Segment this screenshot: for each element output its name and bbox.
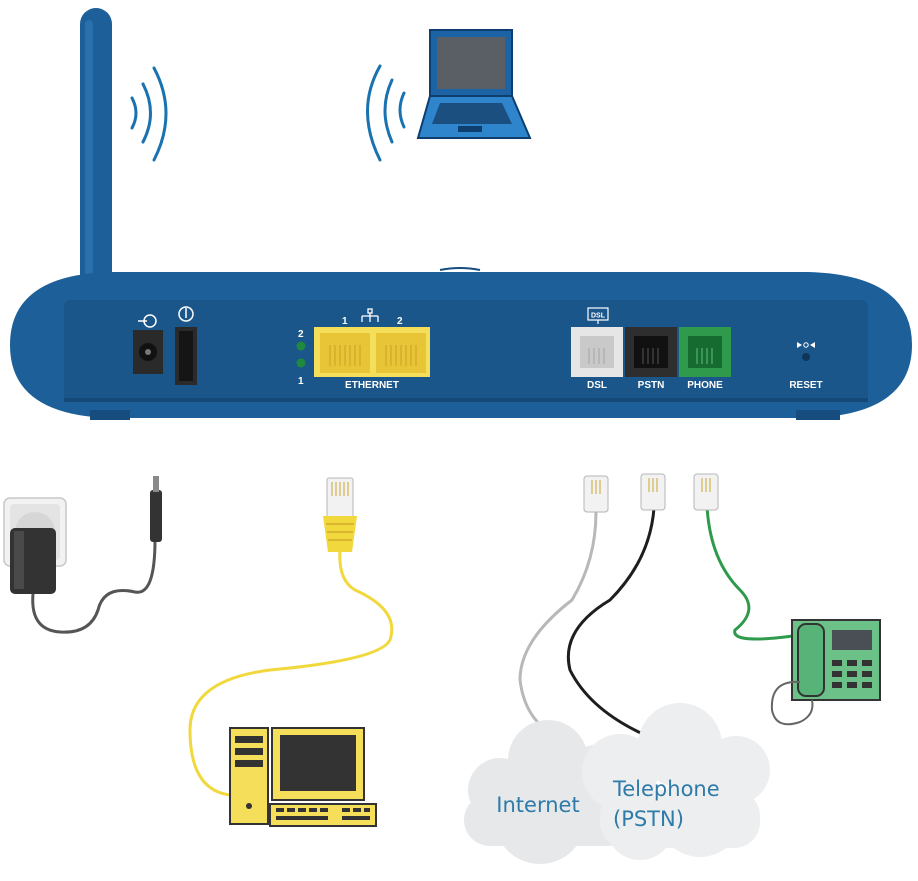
led-label-2: 2 xyxy=(298,329,304,340)
dsl-port[interactable] xyxy=(571,327,623,377)
phone-port[interactable] xyxy=(679,327,731,377)
laptop-wifi-signal-icon xyxy=(366,64,406,162)
ethernet-port-2-label: 2 xyxy=(397,316,403,327)
pstn-port[interactable] xyxy=(625,327,677,377)
power-plug-icon xyxy=(150,476,162,542)
reset-button[interactable] xyxy=(802,353,810,361)
svg-text:DSL: DSL xyxy=(591,313,606,320)
pstn-label: PSTN xyxy=(638,380,665,391)
led-1 xyxy=(296,358,306,368)
network-icon xyxy=(361,308,379,322)
ethernet-port-1-label: 1 xyxy=(342,316,348,327)
power-adapter-icon xyxy=(10,528,56,594)
ethernet-label: ETHERNET xyxy=(345,380,399,391)
power-jack[interactable] xyxy=(133,330,163,374)
internet-label: Internet xyxy=(496,793,579,817)
dsl-plug-icon xyxy=(583,475,609,513)
pstn-cloud-label: (PSTN) xyxy=(613,807,684,831)
phone-cable xyxy=(705,505,801,641)
telephone-label: Telephone xyxy=(612,777,720,801)
telephone-cloud xyxy=(582,703,770,860)
power-switch[interactable] xyxy=(175,327,197,385)
telephone-icon xyxy=(770,619,881,726)
phone-label: PHONE xyxy=(687,380,723,391)
antenna xyxy=(80,8,112,358)
pstn-cable xyxy=(566,507,656,737)
led-2 xyxy=(296,341,306,351)
dsl-label: DSL xyxy=(587,380,607,391)
phone-plug-icon xyxy=(693,473,719,511)
power-button-icon xyxy=(178,306,194,322)
ethernet-cable xyxy=(188,549,394,797)
laptop-icon xyxy=(416,29,532,139)
reset-label: RESET xyxy=(789,380,822,391)
desktop-computer-icon xyxy=(229,727,377,827)
reset-icon xyxy=(797,342,815,348)
dsl-cable xyxy=(518,511,598,737)
ethernet-ports[interactable] xyxy=(314,327,430,377)
ethernet-plug-icon xyxy=(323,477,357,552)
led-label-1: 1 xyxy=(298,376,304,387)
power-input-icon xyxy=(138,314,157,328)
dsl-icon: DSL xyxy=(587,307,609,324)
power-cable xyxy=(31,539,157,634)
wifi-signal-icon xyxy=(130,66,168,162)
pstn-plug-icon xyxy=(640,473,666,511)
